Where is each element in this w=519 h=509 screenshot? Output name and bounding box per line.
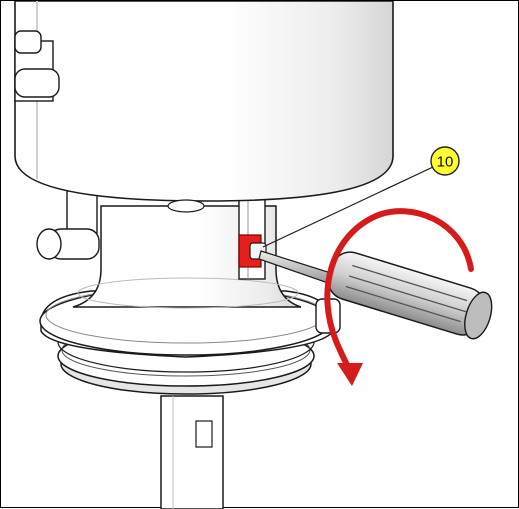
main-body-cylinder bbox=[14, 1, 394, 213]
callout-label: 10 bbox=[437, 154, 454, 171]
callout-leader-line bbox=[262, 166, 434, 248]
side-fitting-upper bbox=[14, 30, 60, 102]
side-fitting-lower bbox=[36, 190, 100, 260]
lower-stem bbox=[160, 395, 224, 509]
callout-number-10: 10 bbox=[430, 146, 460, 176]
counterclockwise-arrow-icon bbox=[324, 208, 474, 386]
